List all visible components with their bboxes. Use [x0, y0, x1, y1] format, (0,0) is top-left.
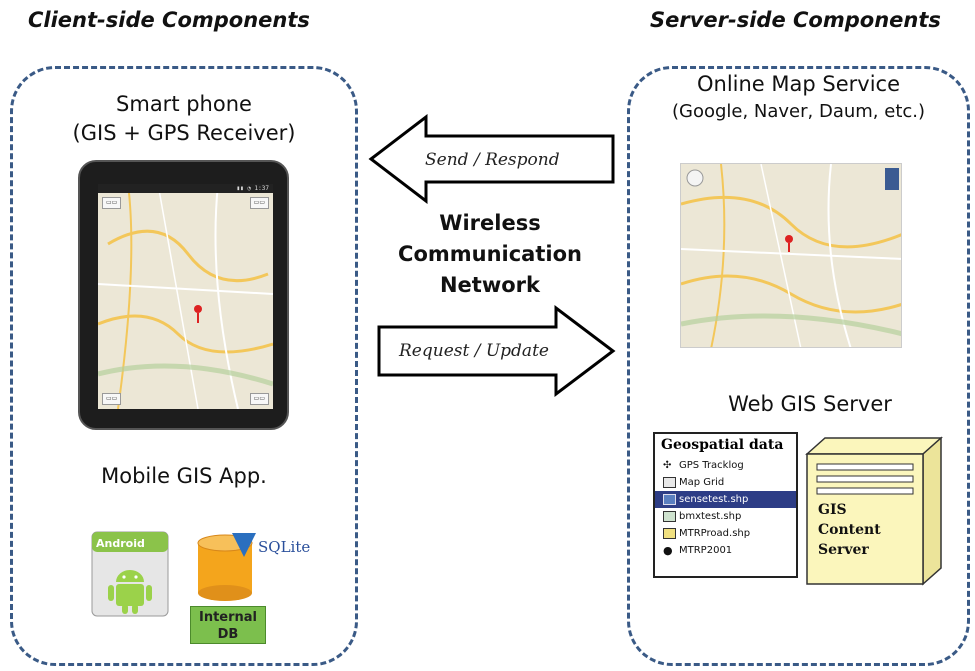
send-respond-arrow	[368, 114, 615, 204]
send-respond-label: Send / Respond	[425, 150, 560, 170]
server-panel	[627, 66, 970, 666]
gis-content-server-label: GIS Content Server	[818, 500, 881, 560]
gis-gps-receiver-label: (GIS + GPS Receiver)	[72, 121, 296, 145]
layer-icon	[663, 494, 676, 505]
client-panel	[10, 66, 358, 666]
mobile-gis-app-label: Mobile GIS App.	[101, 464, 267, 488]
tablet-device: ▮▮ ◔ 1:37 ▭▭ ▭▭ ▭▭ ▭▭	[78, 160, 289, 430]
geo-item: ✣ GPS Tracklog	[655, 457, 796, 474]
geo-item: MTRProad.shp	[655, 525, 796, 542]
geo-item-label: bmxtest.shp	[679, 511, 742, 522]
tablet-map-button: ▭▭	[102, 197, 122, 209]
geo-item-selected: sensetest.shp	[655, 491, 796, 508]
geo-item-label: MTRP2001	[679, 545, 733, 556]
pan-control-icon	[686, 169, 704, 187]
database-icon	[197, 533, 256, 601]
tablet-map-button: ▭▭	[249, 197, 269, 209]
server-text-line2: Content	[818, 522, 881, 538]
point-layer-icon: ●	[663, 544, 673, 557]
wireless-network-label: Wireless Communication Network	[370, 208, 610, 301]
online-map-service-label: Online Map Service	[696, 72, 901, 96]
android-label: Android	[96, 537, 145, 550]
request-update-arrow	[377, 305, 616, 397]
tablet-map-button: ▭▭	[249, 393, 269, 405]
request-update-label: Request / Update	[399, 341, 549, 361]
tablet-screen: ▮▮ ◔ 1:37 ▭▭ ▭▭ ▭▭ ▭▭	[98, 184, 273, 409]
internal-db-line1: Internal	[198, 610, 258, 625]
internal-db-badge: Internal DB	[190, 606, 266, 644]
client-side-title: Client-side Components	[28, 8, 310, 32]
sqlite-feather-icon	[232, 533, 256, 557]
smart-phone-label: Smart phone	[116, 92, 252, 116]
web-gis-server-label: Web GIS Server	[728, 392, 892, 416]
geo-item: bmxtest.shp	[655, 508, 796, 525]
wireless-line1: Wireless	[439, 211, 541, 235]
tablet-map-button: ▭▭	[102, 393, 122, 405]
geospatial-data-title: Geospatial data	[661, 437, 784, 453]
wireless-line2: Communication	[398, 242, 582, 266]
map-providers-label: (Google, Naver, Daum, etc.)	[671, 101, 926, 122]
server-text-line1: GIS	[818, 502, 847, 518]
wireless-line3: Network	[439, 273, 540, 297]
layer-icon	[663, 511, 676, 522]
gis-content-server-icon	[805, 436, 943, 586]
server-text-line3: Server	[818, 542, 869, 558]
location-pin-icon	[785, 235, 793, 243]
online-map-graphic	[681, 164, 901, 347]
geo-item-label: sensetest.shp	[679, 494, 749, 505]
geo-item: Map Grid	[655, 474, 796, 491]
online-map-image	[680, 163, 902, 348]
location-pin-icon	[194, 305, 202, 313]
server-side-title: Server-side Components	[650, 8, 941, 32]
geo-item: ● MTRP2001	[655, 542, 796, 559]
tablet-status-bar: ▮▮ ◔ 1:37	[98, 184, 273, 193]
geospatial-data-panel: Geospatial data ✣ GPS Tracklog Map Grid s…	[653, 432, 798, 578]
map-type-icon	[885, 168, 899, 190]
geo-item-label: Map Grid	[679, 477, 725, 488]
tablet-map-image	[98, 184, 273, 409]
road-layer-icon	[663, 528, 676, 539]
gps-tracklog-icon: ✣	[663, 460, 672, 471]
grid-icon	[663, 477, 676, 488]
geo-item-label: MTRProad.shp	[679, 528, 751, 539]
geo-item-label: GPS Tracklog	[679, 460, 744, 471]
sqlite-label: SQLite	[258, 538, 311, 556]
internal-db-line2: DB	[217, 627, 239, 642]
android-app-icon	[91, 531, 169, 617]
